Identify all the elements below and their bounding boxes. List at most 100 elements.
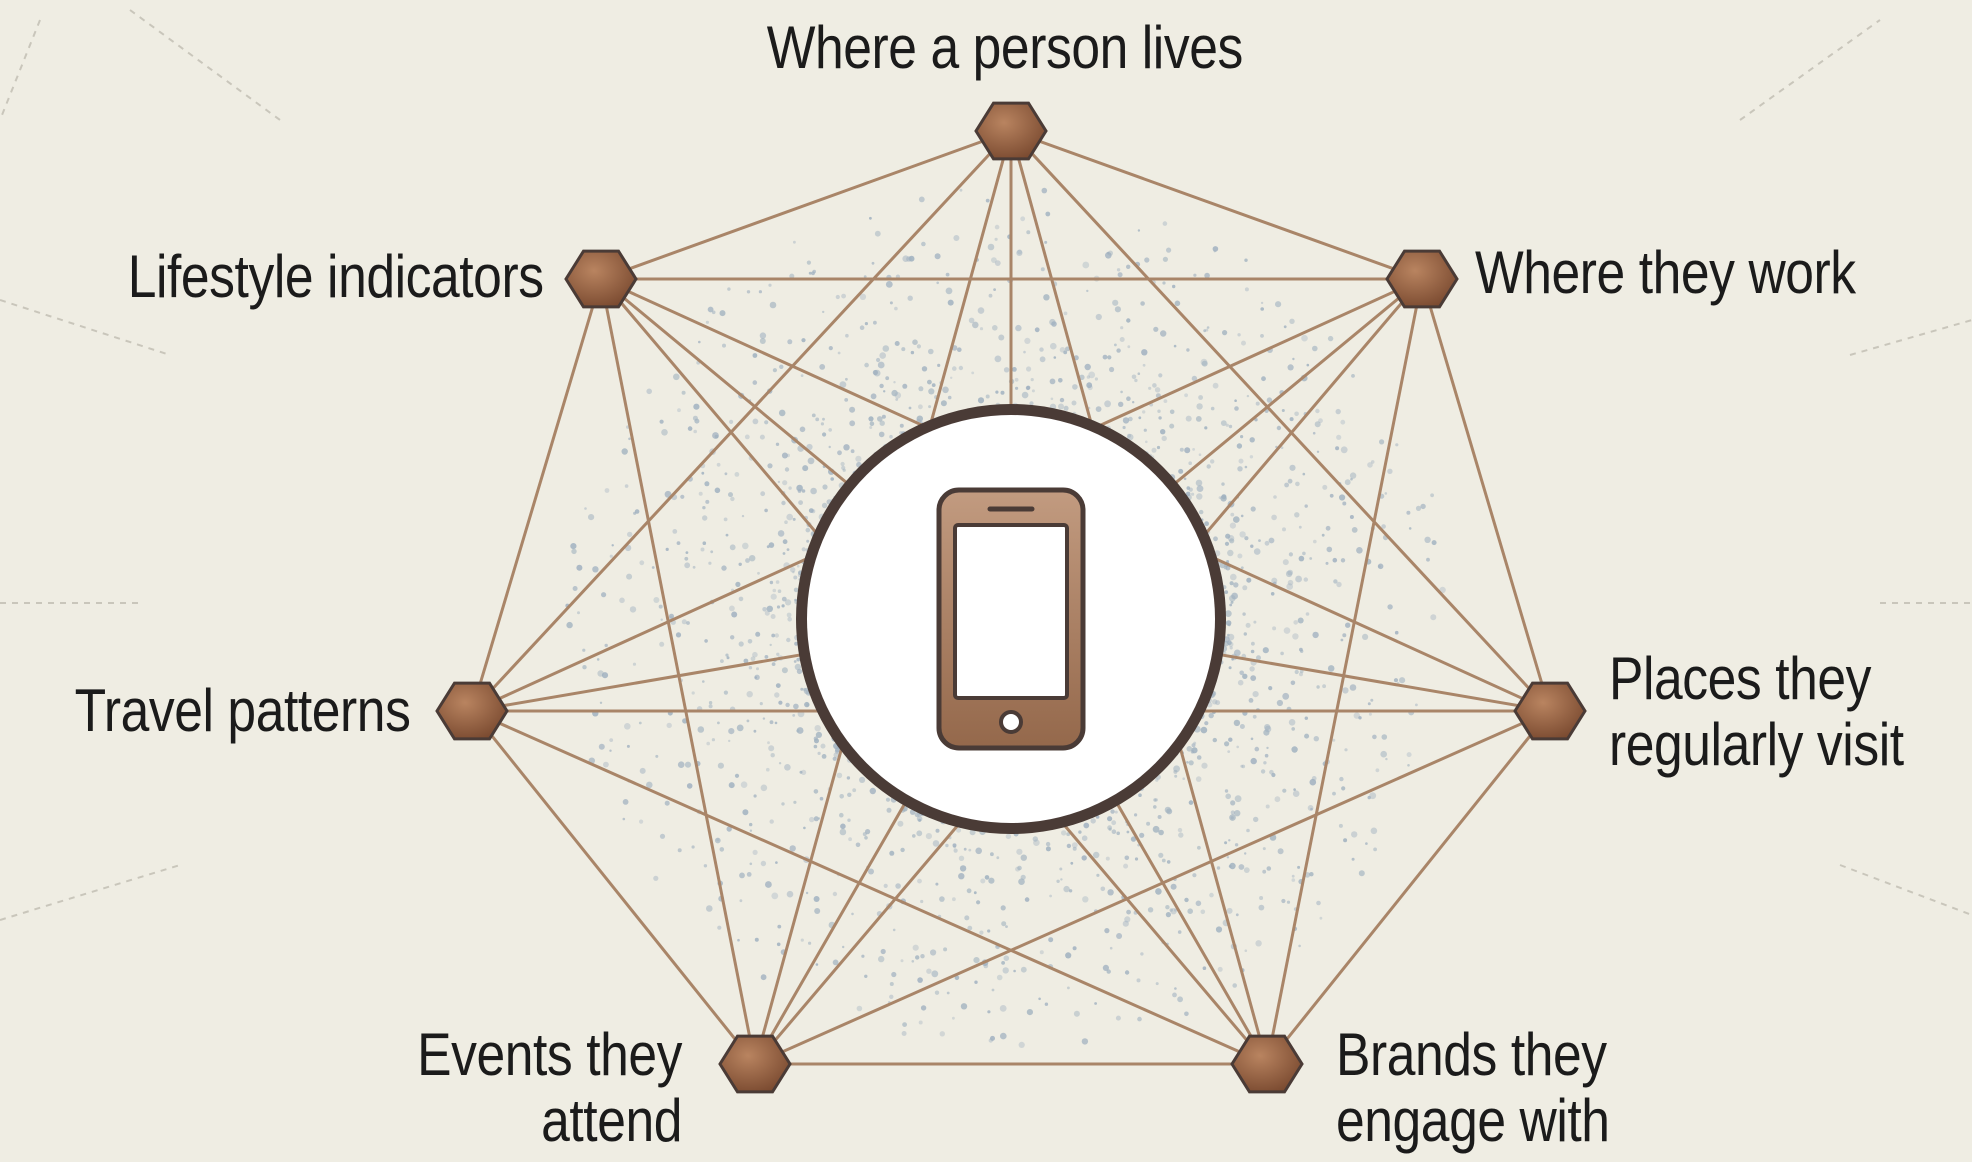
particle-dot xyxy=(706,905,713,912)
particle-dot xyxy=(1174,300,1181,307)
connection-places-brands xyxy=(1265,710,1552,1065)
label-brands-line-2: engage with xyxy=(1336,1087,1610,1154)
particle-dot xyxy=(768,542,775,548)
particle-dot xyxy=(769,301,777,309)
particle-dot xyxy=(1263,761,1267,765)
particle-dot xyxy=(702,680,705,683)
particle-dot xyxy=(1253,548,1261,555)
particle-dot xyxy=(950,376,953,379)
particle-dot xyxy=(1024,897,1030,902)
particle-dot xyxy=(701,471,705,475)
particle-dot xyxy=(1314,421,1321,428)
particle-dot xyxy=(1244,258,1248,262)
particle-dot xyxy=(1204,426,1208,430)
particle-dot xyxy=(1058,378,1063,383)
particle-dot xyxy=(1123,863,1129,869)
particle-dot xyxy=(1227,750,1231,753)
particle-dot xyxy=(1264,753,1269,758)
particle-dot xyxy=(1161,435,1167,442)
particle-dot xyxy=(1351,527,1358,533)
particle-dot xyxy=(1224,789,1229,793)
particle-dot xyxy=(771,662,776,666)
particle-dot xyxy=(1431,540,1437,546)
particle-dot xyxy=(1066,843,1072,849)
particle-dot xyxy=(836,772,843,779)
particle-dot xyxy=(651,566,655,569)
particle-dot xyxy=(789,845,796,852)
particle-dot xyxy=(725,653,729,657)
particle-dot xyxy=(1134,857,1139,861)
particle-dot xyxy=(1109,366,1115,373)
particle-dot xyxy=(1353,712,1361,719)
particle-dot xyxy=(939,1031,945,1037)
particle-dot xyxy=(1227,549,1234,557)
particle-dot xyxy=(738,596,744,602)
particle-dot xyxy=(1238,864,1245,870)
particle-dot xyxy=(1095,406,1102,412)
particle-dot xyxy=(958,855,965,861)
particle-dot xyxy=(1120,326,1124,330)
particle-dot xyxy=(1127,345,1131,349)
particle-dot xyxy=(711,310,716,315)
particle-dot xyxy=(926,968,932,974)
particle-dot xyxy=(1109,946,1113,950)
particle-dot xyxy=(936,281,939,285)
particle-dot xyxy=(1107,355,1112,360)
particle-dot xyxy=(794,663,802,671)
particle-dot xyxy=(596,658,600,661)
particle-dot xyxy=(784,764,791,771)
particle-dot xyxy=(1370,460,1375,464)
particle-dot xyxy=(999,1005,1007,1012)
particle-dot xyxy=(942,386,949,394)
particle-dot xyxy=(813,744,818,749)
particle-dot xyxy=(1172,992,1177,998)
particle-dot xyxy=(730,635,735,640)
particle-dot xyxy=(1268,686,1273,691)
particle-dot xyxy=(954,975,960,981)
particle-dot xyxy=(778,762,782,765)
particle-dot xyxy=(1249,455,1254,459)
particle-dot xyxy=(1152,825,1160,833)
particle-dot xyxy=(777,589,782,593)
particle-dot xyxy=(828,346,833,351)
particle-dot xyxy=(1349,472,1357,479)
particle-dot xyxy=(1094,1002,1097,1005)
particle-dot xyxy=(1018,878,1025,885)
particle-dot xyxy=(1084,363,1091,371)
particle-dot xyxy=(1284,482,1289,488)
particle-dot xyxy=(1250,506,1256,512)
particle-dot xyxy=(769,819,774,824)
particle-dot xyxy=(762,607,767,612)
particle-dot xyxy=(708,561,712,565)
particle-dot xyxy=(781,452,788,459)
particle-dot xyxy=(1178,832,1184,838)
particle-dot xyxy=(1408,527,1412,530)
particle-dot xyxy=(1297,865,1301,869)
particle-dot xyxy=(698,340,701,344)
particle-dot xyxy=(1229,581,1234,586)
particle-dot xyxy=(745,558,750,563)
particle-dot xyxy=(845,333,849,338)
particle-dot xyxy=(886,807,892,813)
particle-dot xyxy=(901,1031,907,1036)
particle-dot xyxy=(1228,737,1233,742)
particle-dot xyxy=(1106,251,1110,255)
particle-dot xyxy=(793,703,799,710)
particle-dot xyxy=(921,241,926,247)
particle-dot xyxy=(1068,889,1073,893)
particle-dot xyxy=(603,761,609,768)
particle-dot xyxy=(994,237,998,241)
particle-dot xyxy=(762,717,766,720)
particle-dot xyxy=(1282,788,1287,793)
particle-dot xyxy=(1351,831,1358,838)
particle-dot xyxy=(777,480,781,484)
particle-dot xyxy=(1192,873,1197,878)
particle-dot xyxy=(868,416,874,422)
particle-dot xyxy=(1032,836,1039,842)
particle-dot xyxy=(1356,547,1363,554)
particle-dot xyxy=(864,836,868,840)
particle-dot xyxy=(1258,904,1265,911)
particle-dot xyxy=(889,301,893,305)
particle-dot xyxy=(916,344,922,349)
particle-dot xyxy=(864,322,869,326)
